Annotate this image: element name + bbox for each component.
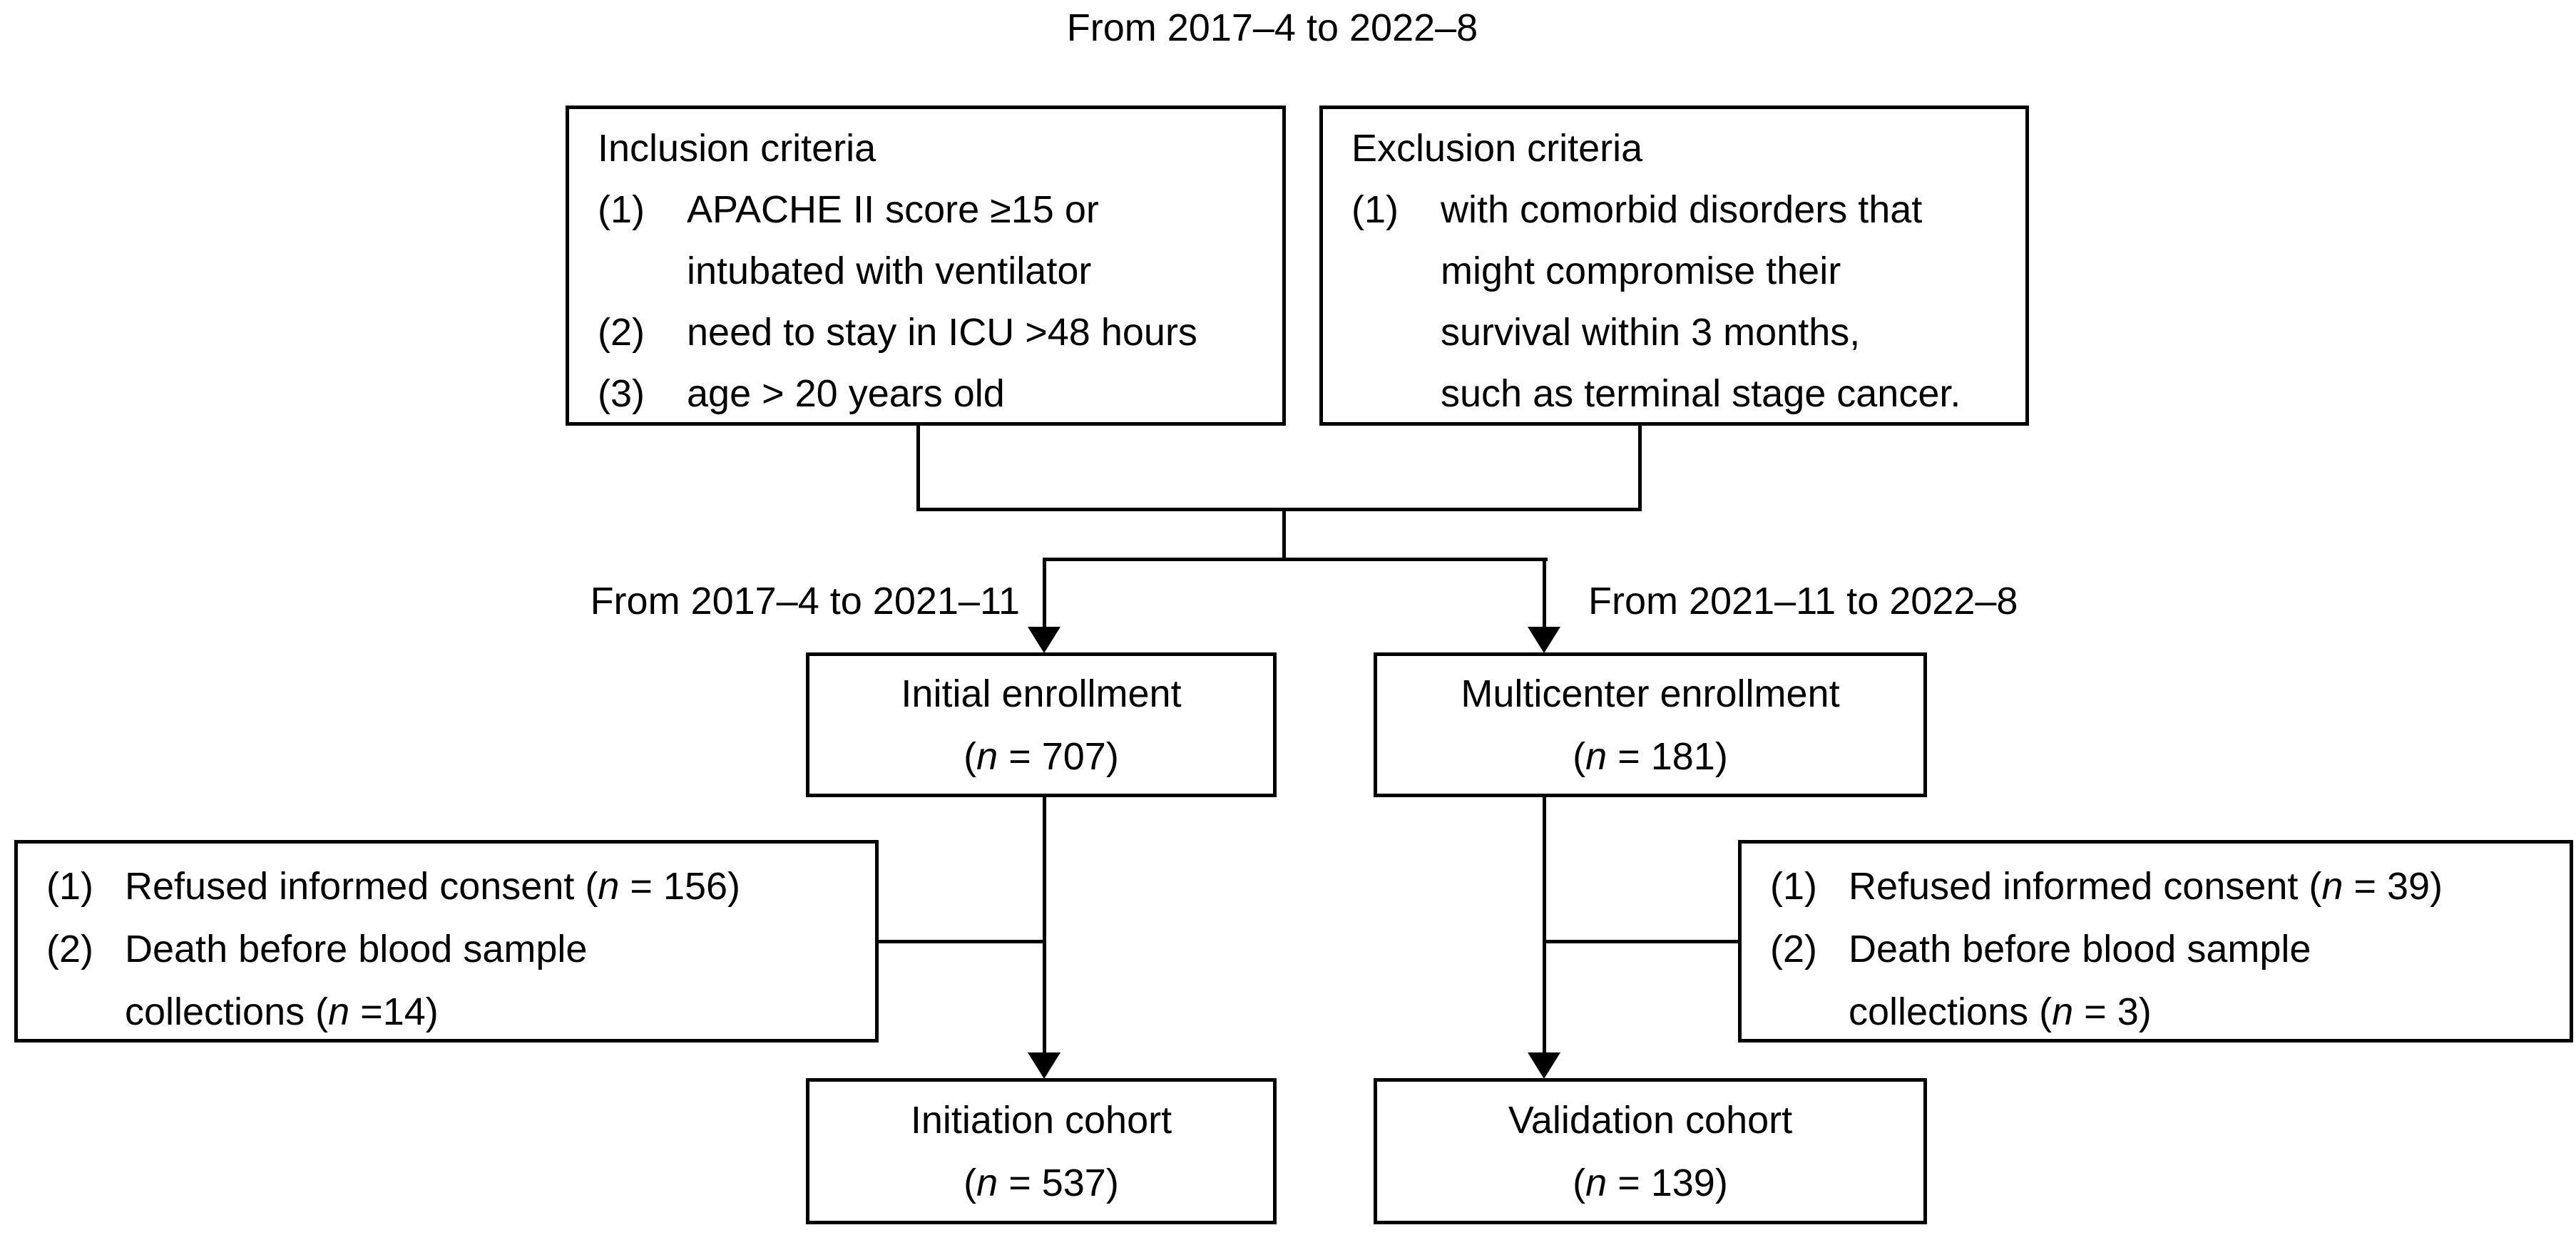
arrowhead-initial-enrollment — [1028, 627, 1060, 653]
inclusion-item-1-text: APACHE II score ≥15 or intubated with ve… — [687, 188, 1099, 292]
inclusion-item-3: (3) age > 20 years old — [598, 363, 1268, 424]
connector-center-stem — [1282, 508, 1286, 561]
arrowhead-multicenter-enrollment — [1528, 627, 1560, 653]
right-dropout-box: (1) Refused informed consent (n = 39) (2… — [1738, 840, 2573, 1042]
arrowhead-initiation-cohort — [1028, 1052, 1060, 1079]
right-dropout-item-2-text: Death before blood sample collections (n… — [1849, 928, 2311, 1033]
initiation-cohort-name: Initiation cohort — [910, 1098, 1172, 1142]
exclusion-criteria-heading: Exclusion criteria — [1351, 127, 1643, 170]
inclusion-item-2-text: need to stay in ICU >48 hours — [687, 311, 1197, 354]
multicenter-enrollment-name: Multicenter enrollment — [1461, 672, 1840, 715]
connector-right-branch — [1543, 558, 1546, 630]
exclusion-criteria-box: Exclusion criteria (1) with comorbid dis… — [1319, 106, 2029, 426]
inclusion-item-1-number: (1) — [598, 188, 645, 231]
connector-inclusion-stem — [916, 426, 920, 511]
connector-left-branch — [1043, 558, 1046, 630]
right-dropout-item-2-number: (2) — [1770, 928, 1817, 970]
right-dropout-item-1-number: (1) — [1770, 865, 1817, 908]
inclusion-item-2: (2) need to stay in ICU >48 hours — [598, 302, 1268, 363]
inclusion-item-2-number: (2) — [598, 311, 645, 354]
validation-cohort-box: Validation cohort (n = 139) — [1374, 1078, 1927, 1224]
connector-left-dropout — [877, 940, 1046, 943]
inclusion-criteria-heading: Inclusion criteria — [598, 127, 876, 170]
multicenter-enrollment-box: Multicenter enrollment (n = 181) — [1374, 652, 1927, 797]
connector-multicenter-to-validation — [1543, 797, 1546, 1055]
initiation-cohort-count: (n = 537) — [964, 1161, 1119, 1204]
inclusion-item-3-text: age > 20 years old — [687, 372, 1005, 415]
exclusion-item-1-number: (1) — [1351, 188, 1399, 231]
exclusion-item-1-text: with comorbid disorders that might compr… — [1441, 188, 1961, 415]
arrowhead-validation-cohort — [1528, 1052, 1560, 1079]
inclusion-item-3-number: (3) — [598, 372, 645, 415]
inclusion-item-1: (1) APACHE II score ≥15 or intubated wit… — [598, 179, 1268, 302]
study-period-label: From 2017–4 to 2022–8 — [1066, 6, 1478, 49]
left-dropout-item-1-number: (1) — [46, 865, 93, 908]
connector-right-dropout — [1544, 940, 1740, 943]
connector-initial-to-initiation — [1043, 797, 1046, 1055]
initial-enrollment-box: Initial enrollment (n = 707) — [806, 652, 1277, 797]
exclusion-item-1: (1) with comorbid disorders that might c… — [1351, 179, 2011, 424]
connector-exclusion-stem — [1638, 426, 1642, 511]
left-dropout-box: (1) Refused informed consent (n = 156) (… — [14, 840, 879, 1042]
connector-merge-line — [916, 508, 1642, 511]
left-dropout-item-1-text: Refused informed consent (n = 156) — [125, 865, 741, 908]
initial-enrollment-name: Initial enrollment — [901, 672, 1182, 715]
multicenter-enrollment-count: (n = 181) — [1573, 734, 1728, 778]
right-branch-period-label: From 2021–11 to 2022–8 — [1588, 580, 2018, 622]
right-dropout-item-1: (1) Refused informed consent (n = 39) — [1770, 855, 2562, 918]
initial-enrollment-count: (n = 707) — [964, 734, 1119, 778]
left-dropout-item-2-text: Death before blood sample collections (n… — [125, 928, 588, 1033]
left-dropout-item-2-number: (2) — [46, 928, 93, 970]
initiation-cohort-box: Initiation cohort (n = 537) — [806, 1078, 1277, 1224]
right-dropout-item-2: (2) Death before blood sample collection… — [1770, 918, 2562, 1043]
right-dropout-item-1-text: Refused informed consent (n = 39) — [1849, 865, 2443, 908]
left-dropout-item-2: (2) Death before blood sample collection… — [46, 918, 868, 1043]
inclusion-criteria-box: Inclusion criteria (1) APACHE II score ≥… — [566, 106, 1286, 426]
validation-cohort-name: Validation cohort — [1508, 1098, 1793, 1142]
left-branch-period-label: From 2017–4 to 2021–11 — [590, 580, 1020, 622]
validation-cohort-count: (n = 139) — [1573, 1161, 1728, 1204]
left-dropout-item-1: (1) Refused informed consent (n = 156) — [46, 855, 868, 918]
connector-split-line — [1043, 558, 1548, 561]
